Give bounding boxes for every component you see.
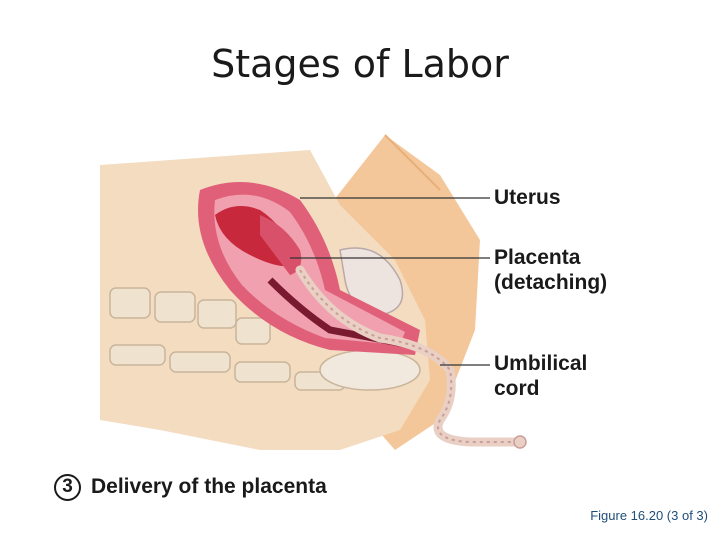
label-uterus-text: Uterus bbox=[494, 186, 561, 209]
label-umbilical-cord: Umbilical cord bbox=[494, 351, 587, 401]
label-placenta-line1: Placenta bbox=[494, 246, 581, 269]
figure-reference: Figure 16.20 (3 of 3) bbox=[590, 508, 708, 523]
label-cord-line1: Umbilical bbox=[494, 352, 588, 375]
leader-lines bbox=[290, 197, 490, 366]
spine bbox=[109, 287, 346, 391]
label-placenta-line2: (detaching) bbox=[494, 271, 608, 294]
slide-title: Stages of Labor bbox=[211, 42, 509, 86]
bladder bbox=[319, 349, 421, 391]
figure-caption: 3 Delivery of the placenta bbox=[54, 472, 327, 502]
step-number-badge: 3 bbox=[54, 473, 81, 501]
label-placenta: Placenta (detaching) bbox=[494, 245, 607, 295]
caption-text: Delivery of the placenta bbox=[91, 475, 327, 498]
label-cord-line2: cord bbox=[494, 377, 540, 400]
label-uterus: Uterus bbox=[494, 185, 561, 210]
